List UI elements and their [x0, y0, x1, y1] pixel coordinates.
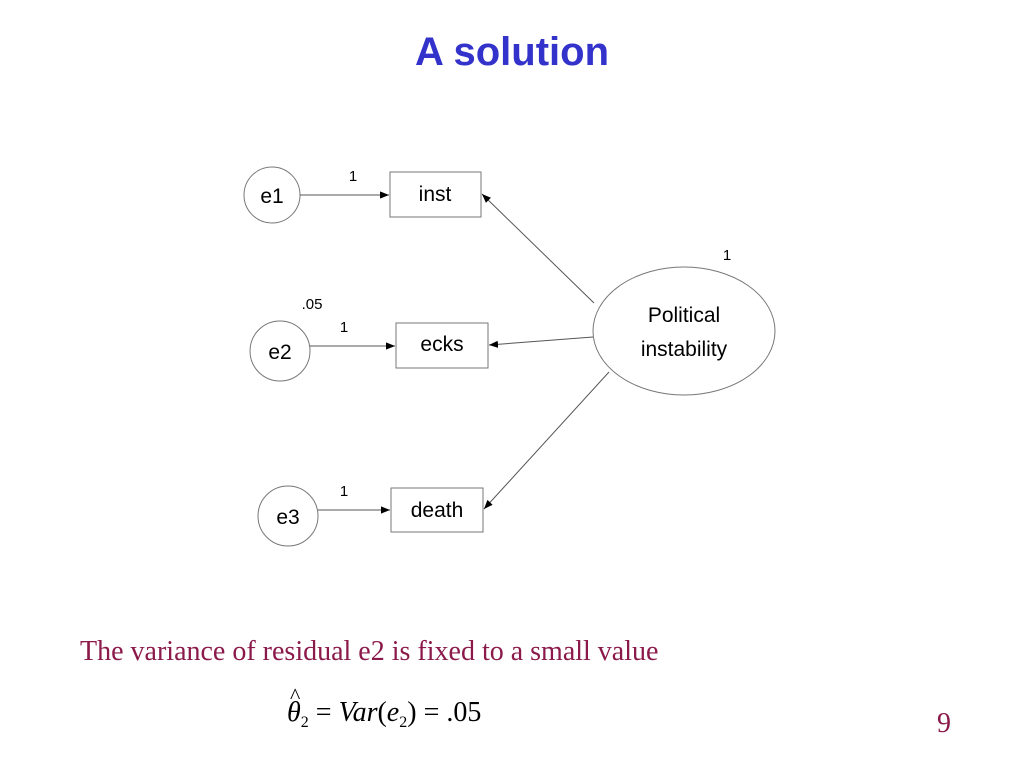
error-node-e3: e3 [257, 485, 319, 547]
formula-var: Var [338, 697, 378, 728]
theta-hat-symbol: ^θ [287, 683, 301, 728]
factor-variance-label: 1 [723, 247, 731, 264]
path-factor-inst [481, 193, 595, 304]
path-label-e3: 1 [340, 483, 348, 500]
formula-close-paren: ) [407, 697, 417, 728]
formula-equals-1: = [308, 697, 339, 728]
error-node-e2: e2 [249, 320, 311, 382]
path-factor-death [483, 371, 610, 510]
error-label-e1: e1 [260, 185, 283, 208]
indicator-box-inst: inst [389, 171, 482, 218]
path-label-e2: 1 [340, 319, 348, 336]
formula-e-subscript: 2 [399, 714, 408, 731]
formula-e: e [386, 697, 400, 728]
formula-open-paren: ( [377, 697, 387, 728]
theta-subscript: 2 [300, 714, 309, 731]
indicator-box-death: death [390, 487, 484, 533]
indicator-label-ecks: ecks [420, 333, 463, 356]
error-label-e3: e3 [276, 506, 299, 529]
indicator-label-inst: inst [419, 183, 452, 206]
variance-formula: ^θ2 = Var(e2) = .05 [287, 683, 482, 732]
e2-variance-label: .05 [302, 296, 323, 313]
path-label-e1: 1 [349, 168, 357, 185]
slide-title: A solution [414, 30, 610, 74]
path-factor-ecks [488, 336, 594, 348]
formula-equals-2: = [416, 697, 447, 728]
error-label-e2: e2 [268, 341, 291, 364]
page-number: 9 [937, 708, 951, 739]
indicator-box-ecks: ecks [395, 322, 489, 369]
caption-text: The variance of residual e2 is fixed to … [80, 636, 659, 667]
formula-value: .05 [446, 697, 482, 728]
factor-label-line1: Political [648, 304, 720, 327]
factor-node-political-instability: Political instability [592, 266, 776, 396]
factor-label-line2: instability [641, 338, 728, 361]
indicator-label-death: death [411, 499, 464, 522]
error-node-e1: e1 [243, 166, 301, 224]
